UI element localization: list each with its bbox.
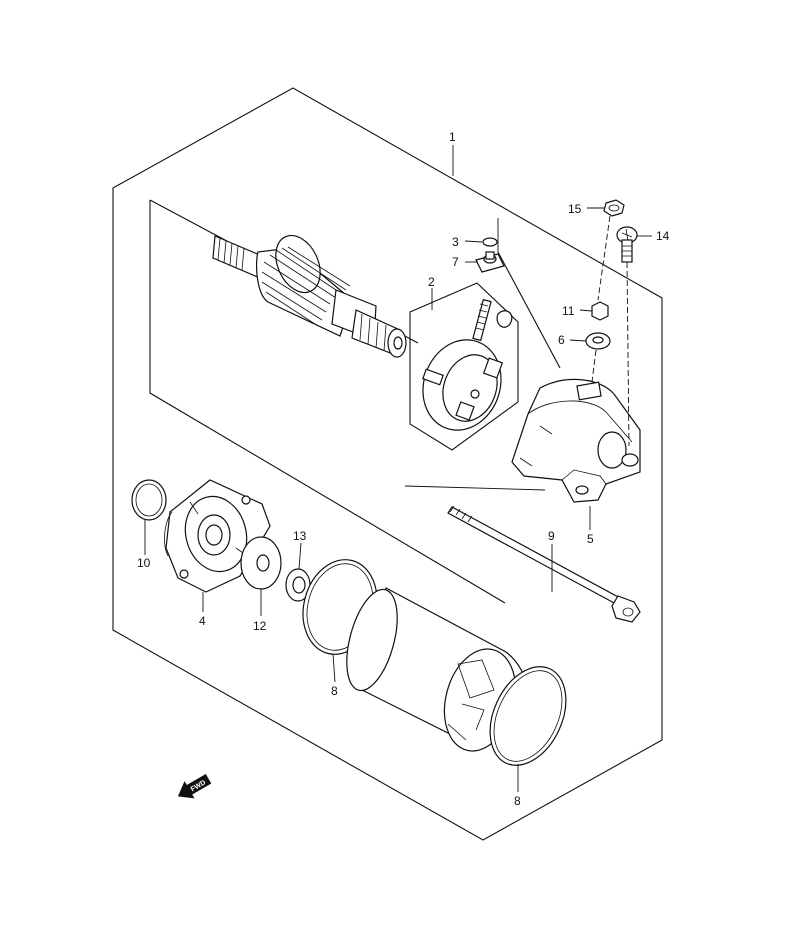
callout-8-left: 8: [331, 684, 338, 698]
callout-2: 2: [428, 275, 435, 289]
subassembly-divider: [404, 485, 546, 491]
subassembly-outline-edge: [149, 200, 506, 604]
callout-3: 3: [452, 235, 459, 249]
thrust-washer-part: [240, 536, 282, 590]
callout-5: 5: [587, 532, 594, 546]
callout-9: 9: [548, 529, 555, 543]
callout-12: 12: [253, 619, 267, 633]
callout-4: 4: [199, 614, 206, 628]
nut-part: [603, 199, 625, 217]
screw-part: [616, 226, 638, 263]
nut-small-part: [591, 301, 609, 321]
circlip-part: [482, 237, 498, 247]
callout-7: 7: [452, 255, 459, 269]
callout-1: 1: [449, 130, 456, 144]
screw-axis-line: [626, 261, 630, 447]
o-ring-rear-part: [489, 666, 567, 766]
callout-13: 13: [293, 529, 307, 543]
callout-10: 10: [137, 556, 151, 570]
callout-8-right: 8: [514, 794, 521, 808]
assembly-outline-box: [112, 87, 663, 841]
armature-part: [212, 234, 407, 358]
washer-part: [585, 332, 611, 350]
subassembly-outline-box: [497, 251, 561, 369]
callout-6: 6: [558, 333, 565, 347]
callout-11: 11: [562, 304, 575, 318]
leader-lines: [144, 145, 652, 792]
brush-holder-part: [409, 282, 519, 451]
brush-plate-part: [475, 251, 505, 273]
nut-axis-line: [597, 215, 611, 301]
callout-14: 14: [656, 229, 670, 243]
o-ring-front-part: [131, 479, 167, 521]
end-housing-part: [511, 378, 641, 503]
washer-axis-line: [591, 349, 597, 383]
fwd-label: FWD: [190, 779, 207, 793]
callout-15: 15: [568, 202, 582, 216]
through-bolt-part: [447, 505, 641, 623]
shim-washer-part: [285, 568, 311, 602]
fwd-arrow-icon: FWD: [177, 773, 212, 799]
